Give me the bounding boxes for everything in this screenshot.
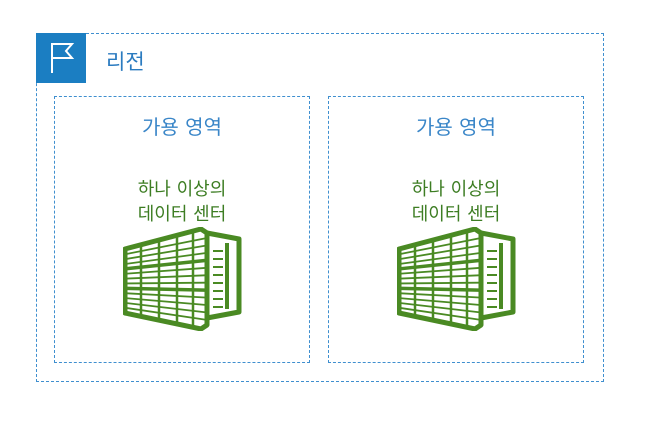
datacenter-label: 하나 이상의 데이터 센터	[329, 177, 583, 227]
region-label: 리전	[106, 50, 145, 74]
availability-zone-2: 가용 영역 하나 이상의 데이터 센터	[328, 96, 584, 363]
datacenter-building-icon	[123, 227, 242, 331]
datacenter-building-icon	[397, 227, 516, 331]
datacenter-label-line2: 데이터 센터	[137, 204, 227, 225]
availability-zone-title: 가용 영역	[142, 115, 222, 139]
datacenter-label: 하나 이상의 데이터 센터	[55, 177, 309, 227]
flag-icon	[51, 43, 75, 73]
datacenter-label-line1: 하나 이상의	[137, 179, 227, 200]
datacenter-label-line2: 데이터 센터	[411, 204, 501, 225]
region-boundary	[36, 33, 604, 382]
availability-zone-1: 가용 영역 하나 이상의 데이터 센터	[54, 96, 310, 363]
region-flag-badge	[36, 33, 86, 83]
availability-zone-title: 가용 영역	[416, 115, 496, 139]
datacenter-label-line1: 하나 이상의	[411, 179, 501, 200]
